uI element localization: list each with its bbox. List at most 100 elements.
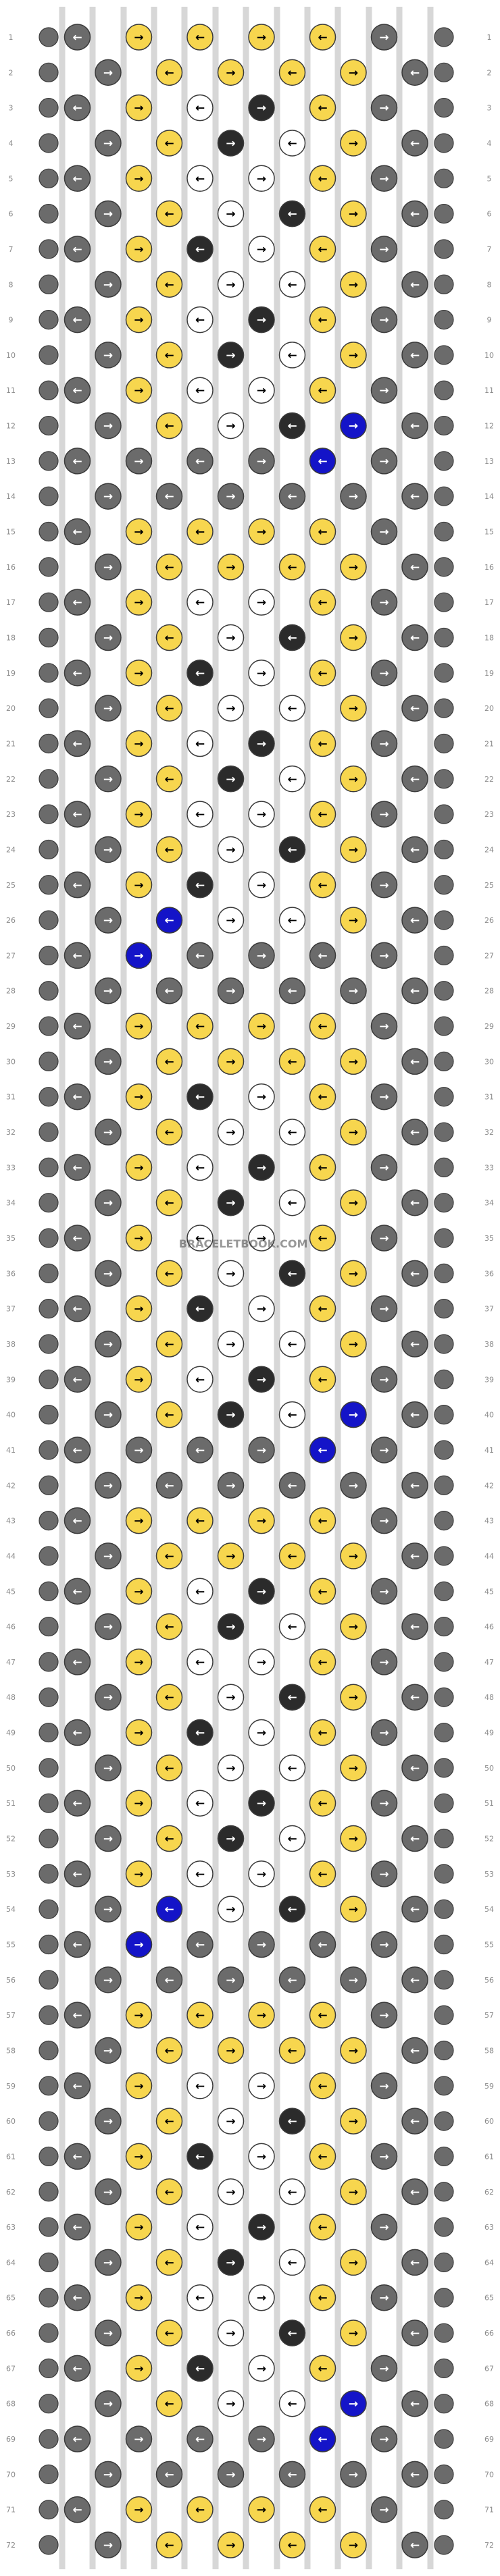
row-number-left: 37 — [6, 1305, 16, 1314]
knot-arrow-icon: → — [257, 2080, 266, 2093]
knot-arrow-icon: ← — [72, 1232, 82, 1245]
knot: → — [95, 2178, 122, 2205]
knot: → — [248, 518, 275, 545]
knot: ← — [278, 766, 306, 793]
knot-arrow-icon: ← — [72, 596, 82, 610]
left-edge-knot — [39, 1864, 59, 1884]
knot-arrow-icon: ← — [195, 1161, 205, 1175]
knot: ← — [278, 2249, 306, 2276]
right-edge-knot — [434, 1263, 454, 1283]
knot: ← — [186, 1648, 214, 1675]
knot-arrow-icon: ← — [164, 2539, 174, 2552]
knot-arrow-icon: → — [134, 808, 143, 822]
knot-arrow-icon: ← — [287, 2186, 297, 2199]
knot: ← — [401, 1754, 428, 1781]
knot-arrow-icon: → — [349, 1691, 358, 1705]
knot: → — [370, 518, 398, 545]
row-number-right: 27 — [484, 951, 494, 960]
knot-arrow-icon: ← — [318, 102, 327, 115]
right-edge-knot — [434, 1652, 454, 1672]
knot: ← — [155, 977, 183, 1004]
knot-arrow-icon: → — [103, 843, 113, 857]
right-edge-knot — [434, 1122, 454, 1142]
knot: → — [217, 1119, 245, 1146]
right-edge-knot — [434, 1228, 454, 1248]
row-number-left: 67 — [6, 2364, 16, 2373]
knot-arrow-icon: ← — [287, 2256, 297, 2270]
left-edge-knot — [39, 698, 59, 718]
knot-arrow-icon: ← — [195, 172, 205, 186]
knot-arrow-icon: → — [257, 2221, 266, 2234]
row-number-right: 40 — [484, 1411, 494, 1420]
right-edge-knot — [434, 1616, 454, 1637]
knot-arrow-icon: → — [134, 314, 143, 327]
row-number-left: 35 — [6, 1234, 16, 1243]
knot: → — [217, 412, 245, 439]
knot-arrow-icon: ← — [164, 1197, 174, 1210]
knot-arrow-icon: → — [379, 1303, 389, 1316]
knot-arrow-icon: ← — [410, 843, 420, 857]
row-number-left: 43 — [6, 1517, 16, 1526]
knot-arrow-icon: ← — [164, 2115, 174, 2128]
knot-arrow-icon: ← — [318, 1585, 327, 1599]
knot: ← — [186, 2213, 214, 2240]
knot-arrow-icon: ← — [287, 1621, 297, 1634]
knot-arrow-icon: → — [103, 278, 113, 292]
knot: ← — [155, 1331, 183, 1358]
row-number-right: 22 — [484, 775, 494, 784]
knot-arrow-icon: ← — [318, 2221, 327, 2234]
row-number-right: 33 — [484, 1163, 494, 1172]
knot-arrow-icon: → — [134, 526, 143, 539]
row-number-left: 4 — [9, 139, 14, 148]
knot-arrow-icon: → — [103, 2044, 113, 2058]
knot: → — [95, 271, 122, 298]
knot-arrow-icon: ← — [287, 561, 297, 574]
knot: ← — [401, 2390, 428, 2417]
right-edge-knot — [434, 239, 454, 259]
knot: → — [125, 1295, 153, 1322]
knot: → — [125, 871, 153, 898]
knot-arrow-icon: ← — [287, 490, 297, 504]
left-edge-knot — [39, 1934, 59, 1955]
knot-arrow-icon: ← — [318, 1373, 327, 1387]
knot: ← — [64, 730, 91, 757]
knot-arrow-icon: → — [379, 1373, 389, 1387]
knot-arrow-icon: ← — [287, 1197, 297, 1210]
knot-arrow-icon: ← — [72, 2433, 82, 2446]
knot: → — [125, 1860, 153, 1887]
row-number-right: 24 — [484, 845, 494, 854]
knot: ← — [186, 2143, 214, 2170]
knot-arrow-icon: ← — [318, 808, 327, 822]
row-number-left: 15 — [6, 528, 16, 537]
knot: ← — [309, 377, 336, 404]
knot: → — [340, 977, 367, 1004]
knot: → — [340, 1754, 367, 1781]
left-edge-knot — [39, 1051, 59, 1071]
knot: ← — [309, 1225, 336, 1252]
knot-arrow-icon: ← — [195, 1868, 205, 1881]
row-number-left: 9 — [9, 316, 14, 325]
row-number-right: 4 — [487, 139, 492, 148]
knot: ← — [309, 2284, 336, 2311]
knot-arrow-icon: ← — [318, 2080, 327, 2093]
left-edge-knot — [39, 309, 59, 330]
knot: → — [370, 2002, 398, 2029]
row-number-right: 1 — [487, 33, 492, 42]
knot: → — [125, 942, 153, 969]
knot: ← — [278, 624, 306, 651]
knot: ← — [155, 130, 183, 157]
knot: ← — [309, 871, 336, 898]
knot-arrow-icon: ← — [318, 1797, 327, 1810]
knot: → — [370, 1578, 398, 1605]
left-edge-knot — [39, 1616, 59, 1637]
knot: ← — [401, 2531, 428, 2558]
knot-arrow-icon: → — [349, 914, 358, 928]
right-edge-knot — [434, 1864, 454, 1884]
knot: → — [340, 1613, 367, 1640]
row-number-left: 54 — [6, 1905, 16, 1914]
knot-arrow-icon: → — [134, 1232, 143, 1245]
left-edge-knot — [39, 451, 59, 471]
knot-arrow-icon: → — [134, 1161, 143, 1175]
knot-arrow-icon: → — [226, 278, 235, 292]
